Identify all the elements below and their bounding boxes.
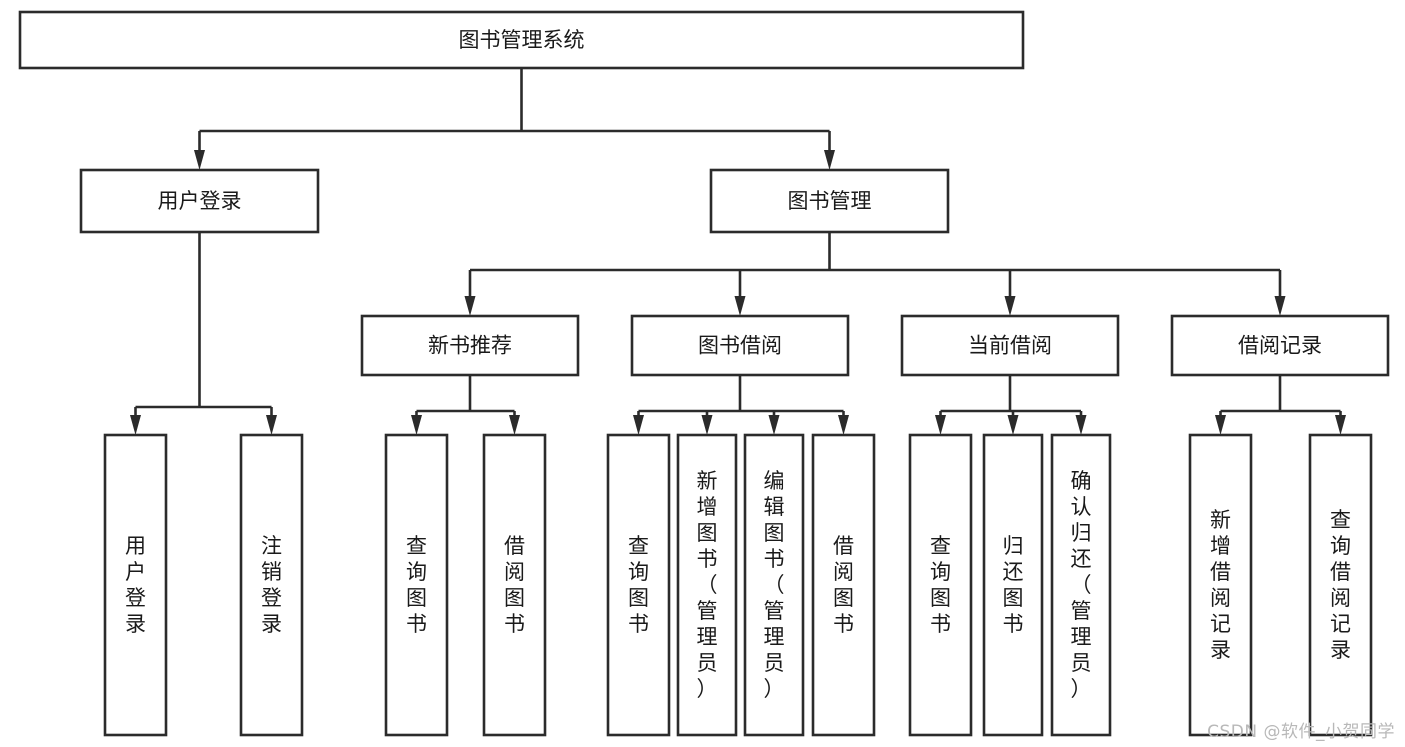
arrow-head-book-borrow-leaf-query-book-borrow	[633, 415, 644, 435]
node-box-leaf-query-borrow-record	[1308, 433, 1373, 737]
node-label-leaf-query-borrow-record: 查询借阅记录	[1330, 508, 1351, 662]
node-user-login[interactable]: 用户登录	[79, 168, 320, 234]
node-leaf-logout-login[interactable]: 注销登录	[239, 433, 304, 737]
node-book-borrow[interactable]: 图书借阅	[630, 314, 850, 377]
node-box-leaf-query-book-current	[908, 433, 973, 737]
arrow-head-borrow-records-leaf-query-borrow-record	[1335, 415, 1346, 435]
node-leaf-borrow-book-recommend[interactable]: 借阅图书	[482, 433, 547, 737]
node-label-leaf-logout-login: 注销登录	[261, 534, 282, 636]
node-box-leaf-user-login	[103, 433, 168, 737]
arrow-head-new-book-recommend-leaf-query-book-recommend	[411, 415, 422, 435]
node-root[interactable]: 图书管理系统	[18, 10, 1025, 70]
node-label-leaf-query-book-recommend: 查询图书	[406, 534, 427, 636]
node-box-user-login	[79, 168, 320, 234]
node-leaf-query-borrow-record[interactable]: 查询借阅记录	[1308, 433, 1373, 737]
node-label-leaf-borrow-book-recommend: 借阅图书	[504, 534, 525, 636]
arrow-head-book-borrow-leaf-borrow-book	[838, 415, 849, 435]
node-label-leaf-add-book-admin: 新增图书（管理员）	[697, 469, 718, 701]
node-book-management[interactable]: 图书管理	[709, 168, 950, 234]
node-leaf-return-book[interactable]: 归还图书	[982, 433, 1044, 737]
node-box-leaf-logout-login	[239, 433, 304, 737]
arrow-head-root-book-management	[824, 150, 835, 170]
node-label-book-borrow: 图书借阅	[698, 334, 782, 358]
arrow-head-new-book-recommend-leaf-borrow-book-recommend	[509, 415, 520, 435]
arrow-head-root-user-login	[194, 150, 205, 170]
arrow-head-book-borrow-leaf-add-book-admin	[701, 415, 713, 435]
node-label-leaf-edit-book-admin: 编辑图书（管理员）	[764, 469, 785, 701]
node-label-leaf-confirm-return-admin: 确认归还（管理员）	[1071, 469, 1092, 701]
node-box-leaf-query-book-recommend	[384, 433, 449, 737]
node-box-leaf-add-book-admin	[676, 433, 738, 737]
arrow-head-book-management-current-borrow	[1004, 296, 1016, 316]
arrow-head-book-management-book-borrow	[734, 296, 746, 316]
connector-layer	[130, 68, 1346, 435]
node-new-book-recommend[interactable]: 新书推荐	[360, 314, 580, 377]
node-box-leaf-confirm-return-admin	[1050, 433, 1112, 737]
node-box-leaf-return-book	[982, 433, 1044, 737]
node-layer: 图书管理系统用户登录图书管理新书推荐图书借阅当前借阅借阅记录用户登录注销登录查询…	[18, 10, 1390, 737]
node-current-borrow[interactable]: 当前借阅	[900, 314, 1120, 377]
node-box-leaf-borrow-book-recommend	[482, 433, 547, 737]
node-label-leaf-add-borrow-record: 新增借阅记录	[1210, 508, 1231, 662]
node-label-leaf-query-book-borrow: 查询图书	[628, 534, 649, 636]
node-leaf-user-login[interactable]: 用户登录	[103, 433, 168, 737]
node-label-leaf-user-login: 用户登录	[125, 534, 146, 636]
arrow-head-current-borrow-leaf-confirm-return-admin	[1075, 415, 1087, 435]
arrow-head-book-management-new-book-recommend	[464, 296, 476, 316]
node-label-new-book-recommend: 新书推荐	[428, 334, 512, 358]
node-leaf-add-book-admin[interactable]: 新增图书（管理员）	[676, 433, 738, 737]
arrow-head-book-borrow-leaf-edit-book-admin	[768, 415, 780, 435]
arrow-head-book-management-borrow-records	[1274, 296, 1286, 316]
node-box-book-borrow	[630, 314, 850, 377]
node-box-book-management	[709, 168, 950, 234]
node-borrow-records[interactable]: 借阅记录	[1170, 314, 1390, 377]
node-leaf-query-book-recommend[interactable]: 查询图书	[384, 433, 449, 737]
node-leaf-query-book-borrow[interactable]: 查询图书	[606, 433, 671, 737]
node-label-root: 图书管理系统	[459, 28, 585, 52]
arrow-head-borrow-records-leaf-add-borrow-record	[1215, 415, 1226, 435]
arrow-head-current-borrow-leaf-return-book	[1007, 415, 1019, 435]
node-leaf-add-borrow-record[interactable]: 新增借阅记录	[1188, 433, 1253, 737]
node-box-new-book-recommend	[360, 314, 580, 377]
node-box-leaf-borrow-book	[811, 433, 876, 737]
watermark-label: CSDN @软件_小贺同学	[1207, 722, 1395, 742]
node-box-root	[18, 10, 1025, 70]
node-label-user-login: 用户登录	[158, 189, 242, 213]
node-leaf-borrow-book[interactable]: 借阅图书	[811, 433, 876, 737]
node-label-book-management: 图书管理	[788, 189, 872, 213]
node-leaf-confirm-return-admin[interactable]: 确认归还（管理员）	[1050, 433, 1112, 737]
node-box-leaf-edit-book-admin	[743, 433, 805, 737]
node-box-borrow-records	[1170, 314, 1390, 377]
node-box-leaf-query-book-borrow	[606, 433, 671, 737]
node-box-current-borrow	[900, 314, 1120, 377]
node-leaf-query-book-current[interactable]: 查询图书	[908, 433, 973, 737]
arrow-head-current-borrow-leaf-query-book-current	[935, 415, 946, 435]
node-box-leaf-add-borrow-record	[1188, 433, 1253, 737]
arrow-head-user-login-leaf-user-login	[130, 415, 141, 435]
arrow-head-user-login-leaf-logout-login	[266, 415, 277, 435]
node-leaf-edit-book-admin[interactable]: 编辑图书（管理员）	[743, 433, 805, 737]
node-label-leaf-query-book-current: 查询图书	[930, 534, 951, 636]
node-label-borrow-records: 借阅记录	[1238, 334, 1322, 358]
node-label-current-borrow: 当前借阅	[968, 334, 1052, 358]
node-label-leaf-borrow-book: 借阅图书	[833, 534, 854, 636]
node-label-leaf-return-book: 归还图书	[1003, 534, 1024, 636]
